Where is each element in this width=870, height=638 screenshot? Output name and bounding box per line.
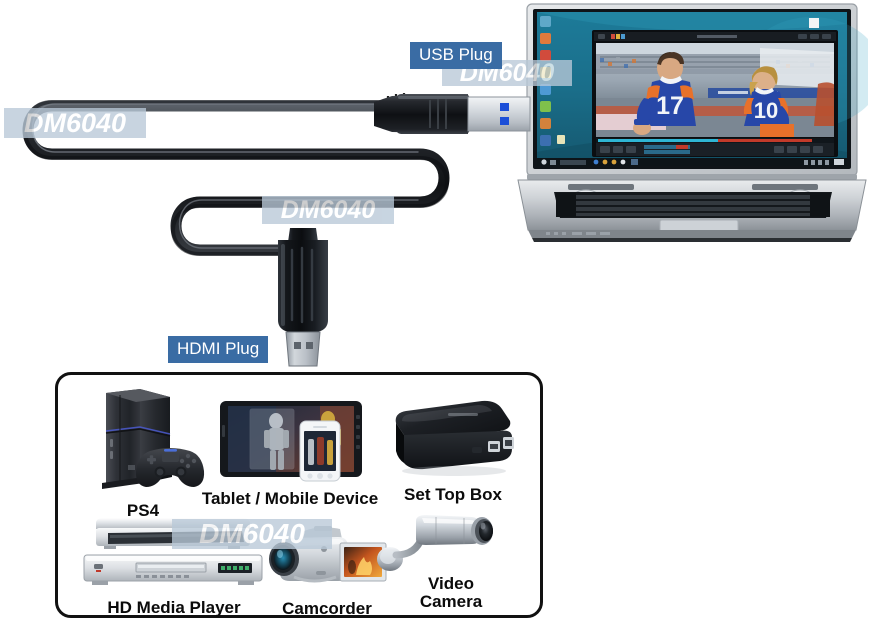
- laptop-svg: 17 10: [517, 3, 870, 242]
- device-label: PS4: [126, 501, 160, 520]
- tablet-and-phone-icon: [198, 395, 382, 488]
- watermark: DM6040: [4, 108, 146, 138]
- hdmi-contact-icon: [294, 342, 301, 349]
- jersey-number-left: 17: [656, 92, 684, 120]
- usb-plug-connector: [372, 86, 540, 142]
- device-label-line2: Camera: [419, 592, 483, 612]
- compatible-devices-box: PS4: [55, 372, 543, 618]
- watermark: DM6040: [172, 518, 332, 549]
- power-port-icon: [472, 447, 482, 453]
- player-left: 17: [633, 52, 696, 135]
- device-label: Tablet / Mobile Device: [201, 489, 379, 508]
- movie-figure-left: [264, 413, 289, 470]
- hdmi-plug-svg: [278, 228, 328, 367]
- camcorder-lcd-icon: [339, 542, 387, 582]
- device-label: Set Top Box: [404, 485, 502, 504]
- hdmi-contact-icon: [306, 342, 313, 349]
- ps4-icon: [80, 387, 206, 504]
- usb-contact-icon: [500, 103, 509, 111]
- ps4-controller-icon: [135, 448, 205, 487]
- device-label-line1: Video: [428, 574, 474, 593]
- laptop-device: 17 10: [512, 2, 870, 250]
- device-tablet-mobile: Tablet / Mobile Device: [198, 395, 382, 508]
- device-ps4: PS4: [80, 387, 206, 520]
- usb-contact-icon: [500, 117, 509, 125]
- cctv-camera-icon: [376, 515, 526, 577]
- media-player-lower-unit: [83, 554, 263, 585]
- watermark: DM6040: [262, 196, 394, 224]
- device-label: Camcorder: [282, 599, 372, 618]
- phone-icon: [299, 420, 341, 482]
- device-video-camera: Video Camera: [376, 515, 526, 612]
- jersey-number-right: 10: [754, 98, 778, 123]
- desktop-icon: [809, 18, 819, 28]
- hdmi-plug-connector: [268, 228, 338, 370]
- set-top-box-icon: [382, 397, 524, 486]
- video-frame: 17 10: [596, 43, 834, 137]
- usb-plug-label: USB Plug: [410, 42, 502, 69]
- hdmi-plug-label: HDMI Plug: [168, 336, 269, 363]
- usb-plug-svg: [374, 94, 531, 134]
- device-set-top-box: Set Top Box: [382, 397, 524, 504]
- device-label: HD Media Player: [107, 598, 241, 617]
